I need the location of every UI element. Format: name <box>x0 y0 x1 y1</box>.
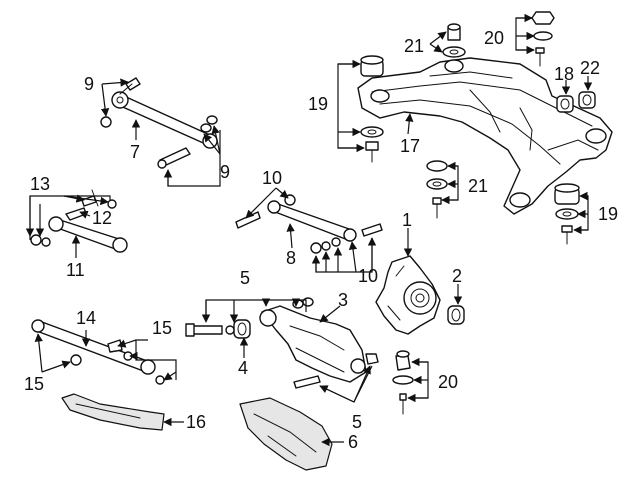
callout-9-top: 9 <box>84 74 94 94</box>
callout-14: 14 <box>76 308 96 328</box>
callout-19-left: 19 <box>308 94 328 114</box>
callout-22: 22 <box>580 58 600 78</box>
callout-16: 16 <box>186 412 206 432</box>
mount-hardware-lower <box>392 350 414 415</box>
callout-2: 2 <box>452 266 462 286</box>
callout-15-left: 15 <box>24 374 44 394</box>
callout-6: 6 <box>348 432 358 452</box>
stabilizer-bar <box>61 393 165 431</box>
splash-shield <box>239 397 333 471</box>
rear-subframe <box>357 57 613 215</box>
callout-19-right: 19 <box>598 204 618 224</box>
bushing-hardware-top <box>442 23 466 58</box>
callout-5-bottom: 5 <box>352 412 362 432</box>
callout-10-bottom: 10 <box>358 266 378 286</box>
control-arm-11 <box>30 189 128 253</box>
bushing-hardware-middle <box>426 160 448 219</box>
bushing-22 <box>578 91 596 109</box>
leader-lines <box>25 13 593 447</box>
callout-21-middle: 21 <box>468 176 488 196</box>
control-arm-7 <box>100 77 218 169</box>
callout-1: 1 <box>402 210 412 230</box>
subframe-mount-lower <box>554 183 580 245</box>
lower-arm-bushing <box>233 319 251 339</box>
callout-20-bottom: 20 <box>438 372 458 392</box>
callout-20-top: 20 <box>484 28 504 48</box>
control-arm-14 <box>31 319 165 385</box>
callout-15-right: 15 <box>152 318 172 338</box>
callout-17: 17 <box>400 136 420 156</box>
callout-5-top: 5 <box>240 268 250 288</box>
callout-7: 7 <box>130 142 140 162</box>
mount-hardware-top <box>531 11 555 67</box>
lower-control-arm <box>259 305 367 383</box>
callout-3: 3 <box>338 290 348 310</box>
callout-8: 8 <box>286 248 296 268</box>
subframe-mount-upper <box>360 55 384 163</box>
callout-9-bottom: 9 <box>220 162 230 182</box>
callout-4: 4 <box>238 358 248 378</box>
callout-12: 12 <box>92 208 112 228</box>
wheel-knuckle <box>375 255 441 335</box>
callout-13: 13 <box>30 174 50 194</box>
callout-10-top: 10 <box>262 168 282 188</box>
callout-11: 11 <box>66 260 85 280</box>
callout-18: 18 <box>554 64 574 84</box>
callout-21-top: 21 <box>404 36 424 56</box>
callout-labels: 1 2 3 4 5 5 6 7 8 9 9 10 10 11 12 13 14 … <box>24 28 618 452</box>
control-arm-8 <box>235 194 383 254</box>
knuckle-bushing <box>447 305 465 325</box>
bushing-18 <box>556 95 574 113</box>
